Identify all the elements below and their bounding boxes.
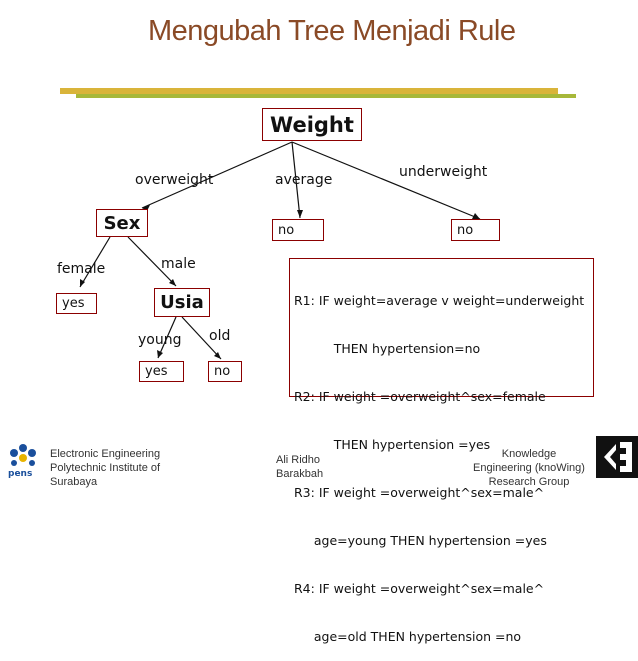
edge-old (181, 316, 222, 360)
footer-left-line3: Surabaya (50, 476, 98, 488)
node-sex: Sex (96, 209, 148, 237)
node-usia: Usia (154, 288, 210, 317)
edge-label-female: female (57, 261, 106, 277)
leaf-underweight-no-label: no (457, 222, 474, 238)
edge-female (79, 236, 111, 288)
edge-label-old: old (209, 328, 231, 344)
edge-label-young: young (138, 332, 182, 348)
rule-line: age=young THEN hypertension =yes (294, 533, 547, 548)
rule-line: R2: IF weight =overweight^sex=female (294, 389, 546, 404)
rule-line: age=old THEN hypertension =no (294, 629, 522, 644)
edge-average (291, 141, 301, 219)
edge-label-male: male (161, 256, 196, 272)
pens-logo-text: pens (8, 469, 32, 478)
footer-center-line2: Barakbah (276, 468, 324, 480)
leaf-female-yes: yes (56, 293, 97, 314)
footer-left: Electronic Engineering Polytechnic Insti… (50, 447, 160, 489)
rules-box: R1: IF weight=average v weight=underweig… (289, 258, 594, 644)
footer-left-line2: Polytechnic Institute of (50, 462, 161, 474)
rule-line: R4: IF weight =overweight^sex=male^ (294, 581, 545, 596)
leaf-young-yes-label: yes (145, 364, 168, 379)
footer-left-line1: Electronic Engineering (50, 448, 161, 460)
node-sex-label: Sex (103, 212, 141, 234)
leaf-average-no: no (272, 219, 324, 241)
edge-underweight (291, 141, 481, 220)
footer-right: Knowledge Engineering (knoWing) Research… (468, 447, 590, 489)
leaf-young-yes: yes (139, 361, 184, 382)
slide-title: Mengubah Tree Menjadi Rule (148, 15, 516, 47)
tree-edges (79, 141, 481, 360)
node-weight-label: Weight (270, 112, 354, 137)
edge-young (157, 316, 177, 359)
leaf-average-no-label: no (278, 222, 295, 238)
pens-logo: pens (8, 444, 36, 478)
edge-overweight (141, 141, 293, 209)
edge-label-average: average (275, 172, 333, 188)
footer-center-line1: Ali Ridho (276, 454, 321, 466)
title-underline-green (76, 94, 576, 98)
footer-right-line3: Research Group (488, 476, 570, 488)
leaf-old-no: no (208, 361, 242, 382)
footer-right-line2: Engineering (knoWing) (473, 462, 585, 474)
footer-right-line1: Knowledge (501, 448, 557, 460)
leaf-underweight-no: no (451, 219, 500, 241)
rule-line: R1: IF weight=average v weight=underweig… (294, 293, 585, 308)
edge-male (127, 236, 177, 287)
title-underline-gold (60, 88, 558, 94)
knowing-logo (596, 436, 638, 478)
leaf-female-yes-label: yes (62, 296, 85, 311)
node-weight: Weight (262, 108, 362, 141)
edge-label-underweight: underweight (399, 164, 488, 180)
rule-line: THEN hypertension=no (294, 341, 481, 356)
knowing-logo-icon (604, 442, 632, 472)
leaf-old-no-label: no (214, 364, 231, 379)
node-usia-label: Usia (160, 292, 204, 313)
footer-center: Ali Ridho Barakbah (276, 453, 323, 481)
rule-line: THEN hypertension =yes (294, 437, 491, 452)
edge-label-overweight: overweight (135, 172, 214, 188)
